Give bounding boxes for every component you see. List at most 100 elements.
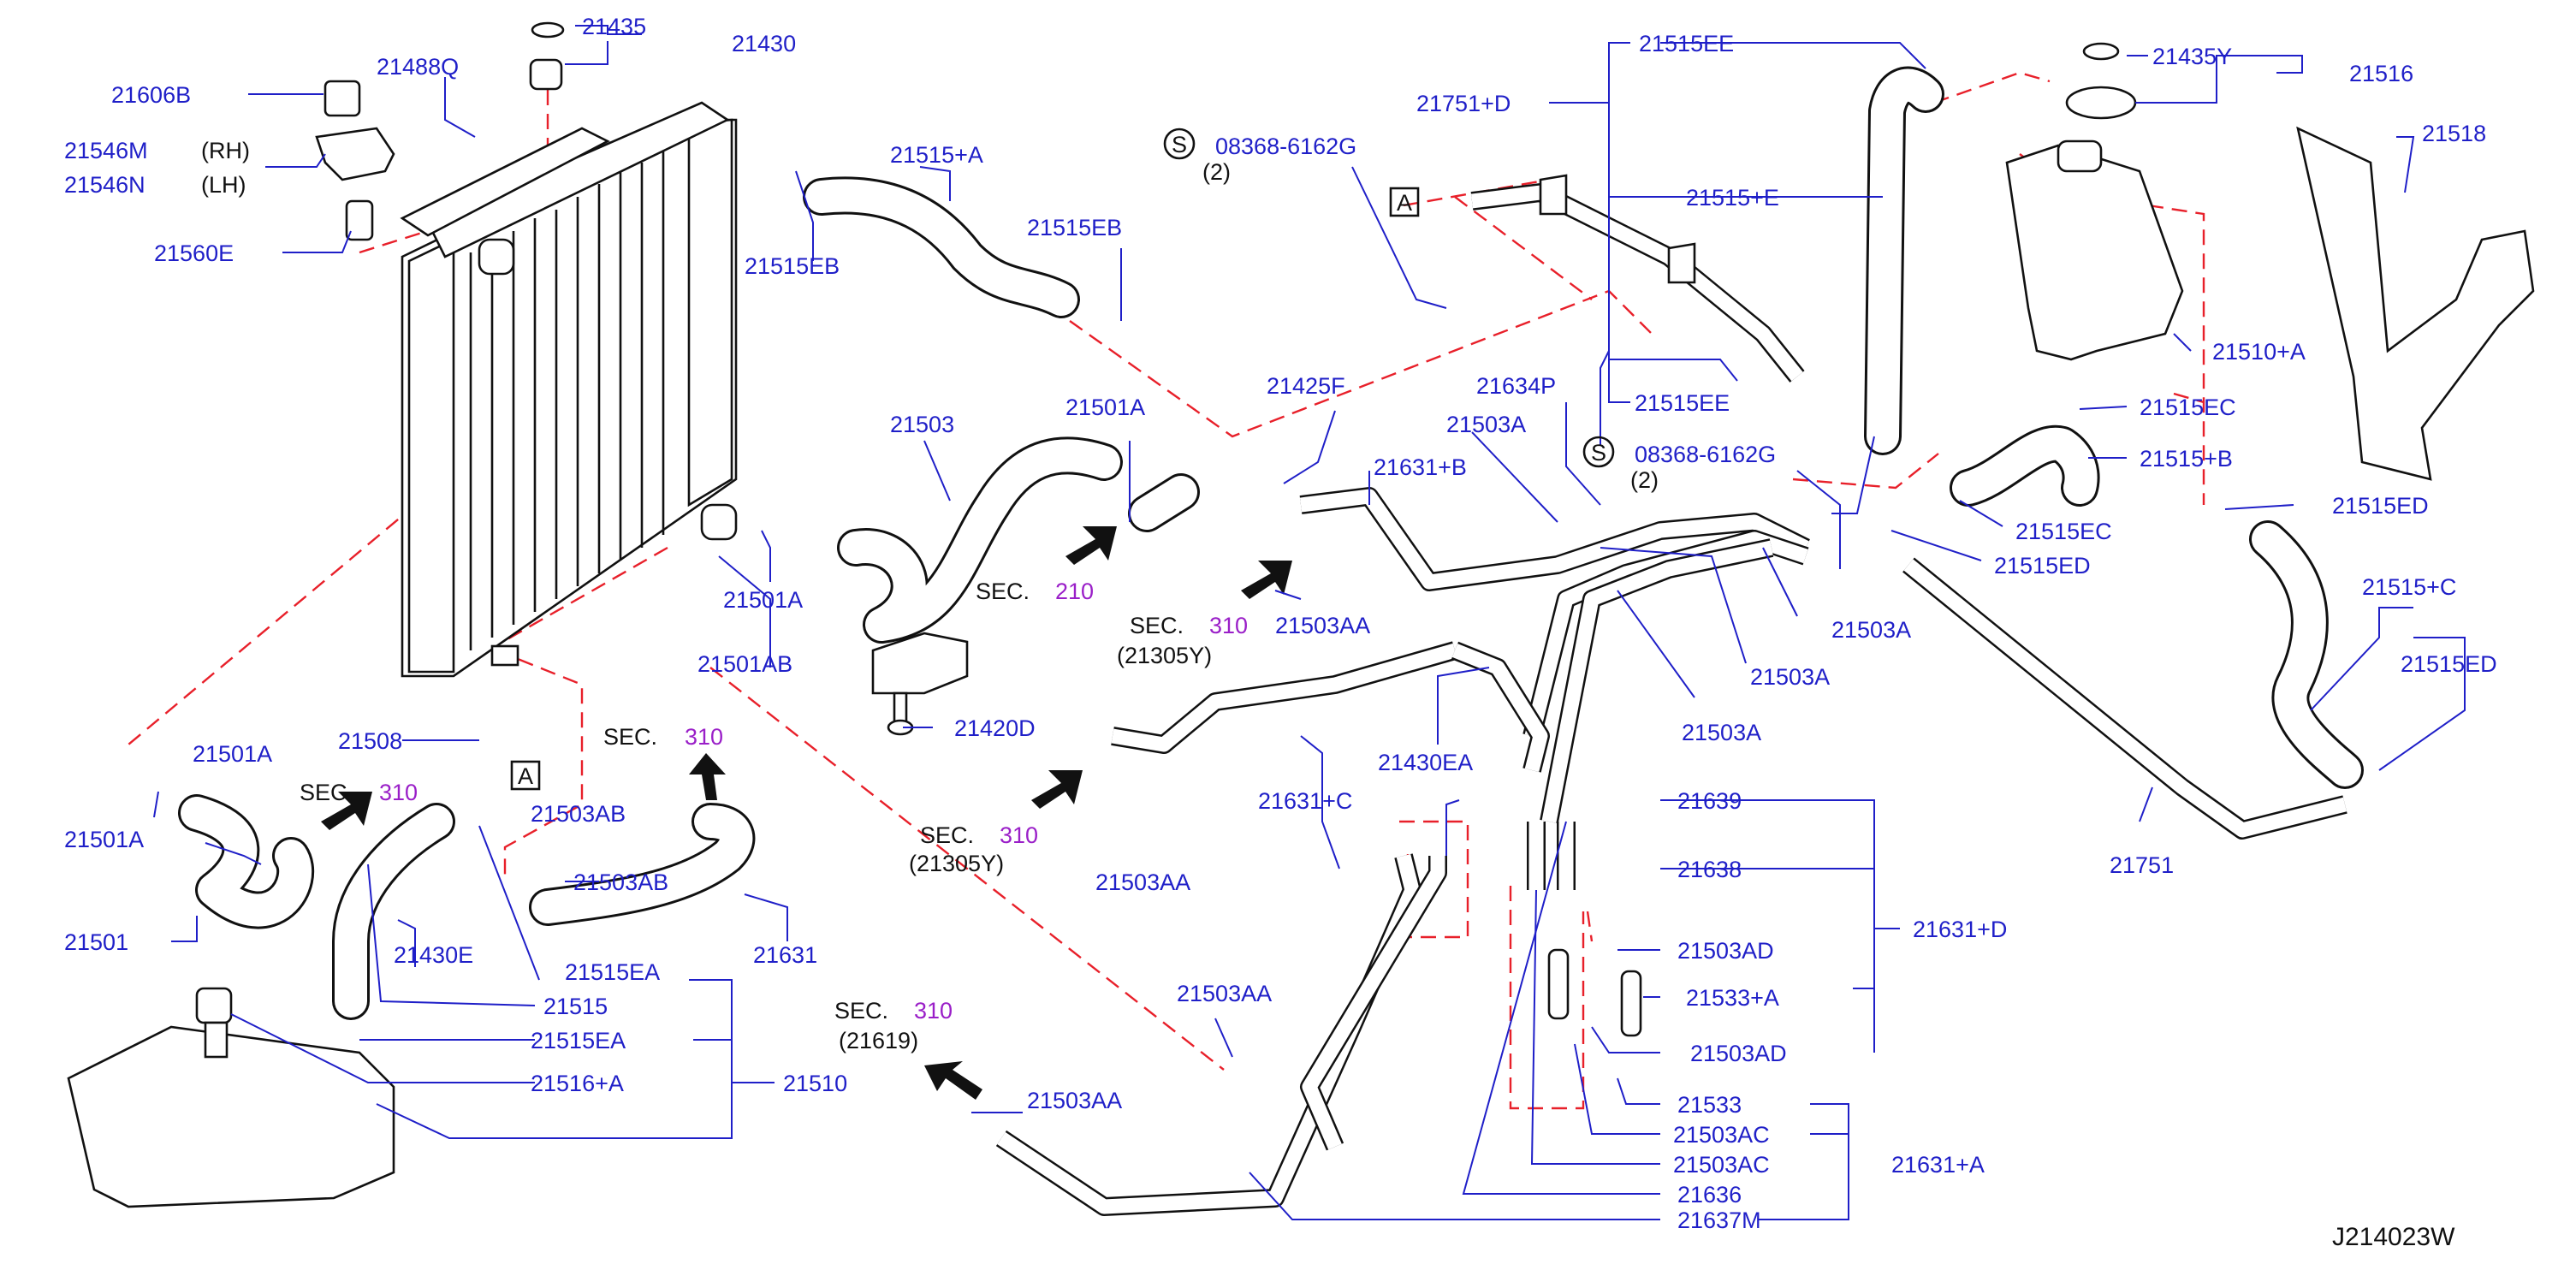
callout-21488Q[interactable]: 21488Q [377, 54, 459, 80]
callout-21515E[interactable]: 21515+E [1686, 185, 1779, 211]
ref-s2: S [1591, 440, 1606, 466]
bracket-21420D [871, 632, 969, 736]
callout-21515EE-2[interactable]: 21515EE [1635, 390, 1730, 416]
callout-21503A-3[interactable]: 21503A [1750, 664, 1830, 690]
radiator-seal [400, 127, 610, 237]
callout-21503AA-4[interactable]: 21503AA [1095, 869, 1190, 895]
callout-21631D[interactable]: 21631+D [1913, 917, 2007, 942]
callout-21503AA-3[interactable]: 21503AA [1275, 613, 1370, 638]
callout-21636[interactable]: 21636 [1677, 1182, 1742, 1208]
callout-21639[interactable]: 21639 [1677, 788, 1742, 814]
callout-21515B[interactable]: 21515+B [2140, 446, 2233, 472]
callout-21631[interactable]: 21631 [753, 942, 817, 968]
callout-21515EA[interactable]: 21515EA [565, 959, 660, 985]
callout-21516[interactable]: 21516 [2349, 61, 2413, 86]
diagram-id: J214023W [2332, 1223, 2455, 1251]
radiator [401, 21, 738, 678]
hose-21515C [2249, 520, 2364, 789]
callout-21420D[interactable]: 21420D [954, 715, 1036, 741]
section-refs: SEC. 210 SEC. 310 (21305Y) SEC. 310 SEC.… [300, 579, 1248, 1053]
callout-21634P[interactable]: 21634P [1476, 373, 1556, 399]
sec-number-310-b[interactable]: 310 [685, 724, 723, 750]
sec-number-310-d[interactable]: 310 [1000, 822, 1038, 848]
callout-21508[interactable]: 21508 [338, 728, 402, 754]
callout-21510[interactable]: 21510 [783, 1071, 847, 1096]
callout-21515EB[interactable]: 21515EB [745, 253, 840, 279]
callout-21638[interactable]: 21638 [1677, 857, 1742, 882]
callout-21631B[interactable]: 21631+B [1374, 454, 1467, 480]
callout-21503AB-2[interactable]: 21503AB [573, 869, 668, 895]
qualifier-rh: (RH) [201, 138, 250, 163]
sec-number-310-e[interactable]: 310 [914, 998, 953, 1024]
callout-21503AD-2[interactable]: 21503AD [1690, 1041, 1787, 1066]
callout-21631C[interactable]: 21631+C [1258, 788, 1352, 814]
bracket-21518 [2296, 126, 2535, 481]
callout-21515EC-2[interactable]: 21515EC [2015, 519, 2112, 544]
sec-number-310-c[interactable]: 310 [379, 780, 418, 805]
callout-21515EE[interactable]: 21515EE [1639, 31, 1734, 56]
hose-21501 [178, 794, 315, 929]
callout-21546M[interactable]: 21546M [64, 138, 148, 163]
callout-21503AB[interactable]: 21503AB [531, 801, 626, 827]
callout-21503AC[interactable]: 21503AC [1673, 1122, 1770, 1148]
ref-a2: A [518, 763, 533, 789]
callout-21425F[interactable]: 21425F [1267, 373, 1345, 399]
callout-21515ED-3[interactable]: 21515ED [2401, 651, 2497, 677]
callout-21503AC-2[interactable]: 21503AC [1673, 1152, 1770, 1178]
callout-21430[interactable]: 21430 [732, 31, 796, 56]
callout-21515EC[interactable]: 21515EC [2140, 395, 2236, 420]
callout-21501[interactable]: 21501 [64, 929, 128, 955]
ref-circle-s1 [1163, 128, 1196, 160]
callout-21501AB[interactable]: 21501AB [697, 651, 792, 677]
sec-prefix-310-c: SEC. [300, 780, 353, 805]
callout-21515EA-2[interactable]: 21515EA [531, 1028, 626, 1053]
hose-21503 [837, 436, 1200, 644]
sec-sub-310-e: (21619) [839, 1028, 918, 1053]
callout-21503A-2[interactable]: 21503A [1831, 617, 1911, 643]
callout-21503AD[interactable]: 21503AD [1677, 938, 1774, 964]
callout-21503[interactable]: 21503 [890, 412, 954, 437]
callout-21533A[interactable]: 21533+A [1686, 985, 1779, 1011]
callout-21751[interactable]: 21751 [2110, 852, 2174, 878]
callout-21515C[interactable]: 21515+C [2362, 574, 2456, 600]
callout-08368-6162G[interactable]: 08368-6162G [1215, 134, 1356, 159]
callout-21637M[interactable]: 21637M [1677, 1208, 1761, 1233]
callout-21503AA-2[interactable]: 21503AA [1027, 1088, 1122, 1113]
callout-21751D[interactable]: 21751+D [1416, 91, 1511, 116]
sec-sub-310-a: (21305Y) [1117, 643, 1212, 668]
callout-21518[interactable]: 21518 [2422, 121, 2486, 146]
hose-21515E [1864, 66, 1944, 455]
callout-21631A[interactable]: 21631+A [1891, 1152, 1985, 1178]
callout-21515[interactable]: 21515 [543, 994, 608, 1019]
sec-prefix-310-e: SEC. [834, 998, 888, 1024]
callout-21501A-2[interactable]: 21501A [723, 587, 803, 613]
callout-21501A[interactable]: 21501A [1065, 395, 1145, 420]
callout-21435[interactable]: 21435 [582, 14, 646, 39]
callout-21515A[interactable]: 21515+A [890, 142, 983, 168]
callout-08368-6162G-2[interactable]: 08368-6162G [1635, 442, 1776, 467]
callout-21503A[interactable]: 21503A [1446, 412, 1526, 437]
hose-21515B [1950, 424, 2100, 507]
callout-21503A-4[interactable]: 21503A [1682, 720, 1761, 745]
callout-21533[interactable]: 21533 [1677, 1092, 1742, 1118]
callout-21430E[interactable]: 21430E [394, 942, 473, 968]
ref-a1: A [1397, 190, 1412, 216]
sec-number-210[interactable]: 210 [1055, 579, 1094, 604]
callout-21515EB-2[interactable]: 21515EB [1027, 215, 1122, 240]
callout-21606B[interactable]: 21606B [111, 82, 191, 108]
sec-number-310-a[interactable]: 310 [1209, 613, 1248, 638]
callout-21430EA[interactable]: 21430EA [1378, 750, 1473, 775]
callout-21503AA[interactable]: 21503AA [1177, 981, 1272, 1006]
callout-21510A[interactable]: 21510+A [2212, 339, 2306, 365]
mount-bushing [315, 80, 395, 241]
qualifiers: (RH) (LH) (2) (2) [201, 138, 1659, 493]
ref-s1: S [1172, 132, 1187, 157]
callout-21501A-4[interactable]: 21501A [64, 827, 144, 852]
callout-21515ED[interactable]: 21515ED [1994, 553, 2091, 579]
callout-21501A-3[interactable]: 21501A [193, 741, 272, 767]
callout-21546N[interactable]: 21546N [64, 172, 145, 198]
callout-21516A[interactable]: 21516+A [531, 1071, 624, 1096]
callout-21435Y[interactable]: 21435Y [2152, 44, 2232, 69]
callout-21560E[interactable]: 21560E [154, 240, 234, 266]
callout-21515ED-2[interactable]: 21515ED [2332, 493, 2429, 519]
